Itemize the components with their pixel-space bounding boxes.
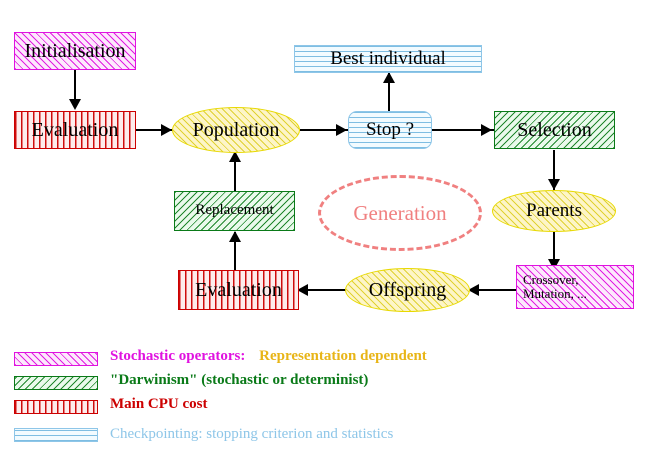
legend-label-stochastic-operators: Stochastic operators: Representation dep… — [110, 348, 427, 365]
node-replacement[interactable]: Replacement — [174, 191, 295, 231]
arrowhead-population-to-stop — [336, 124, 347, 136]
connector-stop-to-best-individual — [388, 73, 390, 113]
node-crossover-mutation[interactable]: Crossover, Mutation, ... — [516, 265, 634, 309]
legend-swatch-magenta — [14, 352, 98, 366]
legend-label-darwinism: "Darwinism" (stochastic or determinist) — [110, 372, 369, 388]
arrowhead-parents-to-crossover — [548, 259, 560, 270]
node-crossover-line1: Crossover, — [523, 272, 579, 288]
node-crossover-line2: Mutation, ... — [523, 286, 587, 301]
connector-population-to-stop — [300, 129, 350, 131]
connector-stop-to-selection — [432, 129, 496, 131]
legend-text-primary-0: Stochastic operators: — [110, 348, 246, 364]
node-evaluation-bottom-label: Evaluation — [195, 278, 282, 301]
arrowhead-stop-to-selection — [481, 124, 492, 136]
node-generation-label: Generation — [353, 200, 447, 225]
node-offspring-label: Offspring — [368, 278, 447, 301]
connector-parents-to-crossover — [553, 230, 555, 272]
connector-crossover-to-offspring — [472, 289, 516, 291]
node-best-individual[interactable]: Best individual — [294, 45, 482, 73]
node-parents-label: Parents — [526, 200, 582, 222]
connector-evaluation-to-population — [136, 129, 174, 131]
node-parents[interactable]: Parents — [492, 190, 616, 232]
node-population[interactable]: Population — [172, 107, 300, 153]
arrowhead-evaluation-to-replacement — [229, 231, 241, 242]
legend-swatch-blue — [14, 428, 98, 442]
node-offspring[interactable]: Offspring — [345, 268, 470, 312]
legend-text-secondary-0: Representation dependent — [259, 348, 427, 364]
node-selection-label: Selection — [517, 118, 592, 141]
node-initialisation[interactable]: Initialisation — [14, 32, 136, 70]
node-population-label: Population — [192, 118, 280, 141]
connector-selection-to-parents — [553, 150, 555, 192]
node-evaluation-bottom[interactable]: Evaluation — [178, 270, 299, 310]
connector-evaluation-to-replacement — [234, 232, 236, 272]
node-stop-label: Stop ? — [365, 119, 415, 141]
arrowhead-selection-to-parents — [548, 179, 560, 190]
node-evaluation-top-label: Evaluation — [31, 118, 119, 141]
legend-label-main-cpu-cost: Main CPU cost — [110, 396, 208, 412]
legend-swatch-green — [14, 376, 98, 390]
connector-replacement-to-population — [234, 152, 236, 192]
node-initialisation-label: Initialisation — [24, 39, 126, 62]
legend-row-main-cpu-cost: Main CPU cost — [0, 396, 670, 420]
legend-swatch-red — [14, 400, 98, 414]
arrowhead-evaluation-to-population — [161, 124, 172, 136]
connector-initialisation-to-evaluation — [74, 70, 76, 102]
legend-row-checkpointing: Checkpointing: stopping criterion and st… — [0, 426, 670, 450]
arrowhead-initialisation-to-evaluation — [69, 99, 81, 110]
node-evaluation-top[interactable]: Evaluation — [14, 111, 136, 149]
connector-offspring-to-evaluation — [300, 289, 346, 291]
legend-row-stochastic-operators: Stochastic operators: Representation dep… — [0, 348, 670, 372]
legend-label-checkpointing: Checkpointing: stopping criterion and st… — [110, 426, 394, 442]
node-generation: Generation — [318, 175, 482, 251]
node-stop[interactable]: Stop ? — [348, 111, 432, 149]
arrowhead-replacement-to-population — [229, 151, 241, 162]
node-replacement-label: Replacement — [195, 202, 274, 219]
arrowhead-stop-to-best-individual — [383, 72, 395, 83]
arrowhead-offspring-to-evaluation — [297, 284, 308, 296]
node-best-individual-label: Best individual — [330, 48, 446, 70]
arrowhead-crossover-to-offspring — [468, 284, 479, 296]
node-selection[interactable]: Selection — [494, 111, 615, 149]
legend-row-darwinism: "Darwinism" (stochastic or determinist) — [0, 372, 670, 396]
